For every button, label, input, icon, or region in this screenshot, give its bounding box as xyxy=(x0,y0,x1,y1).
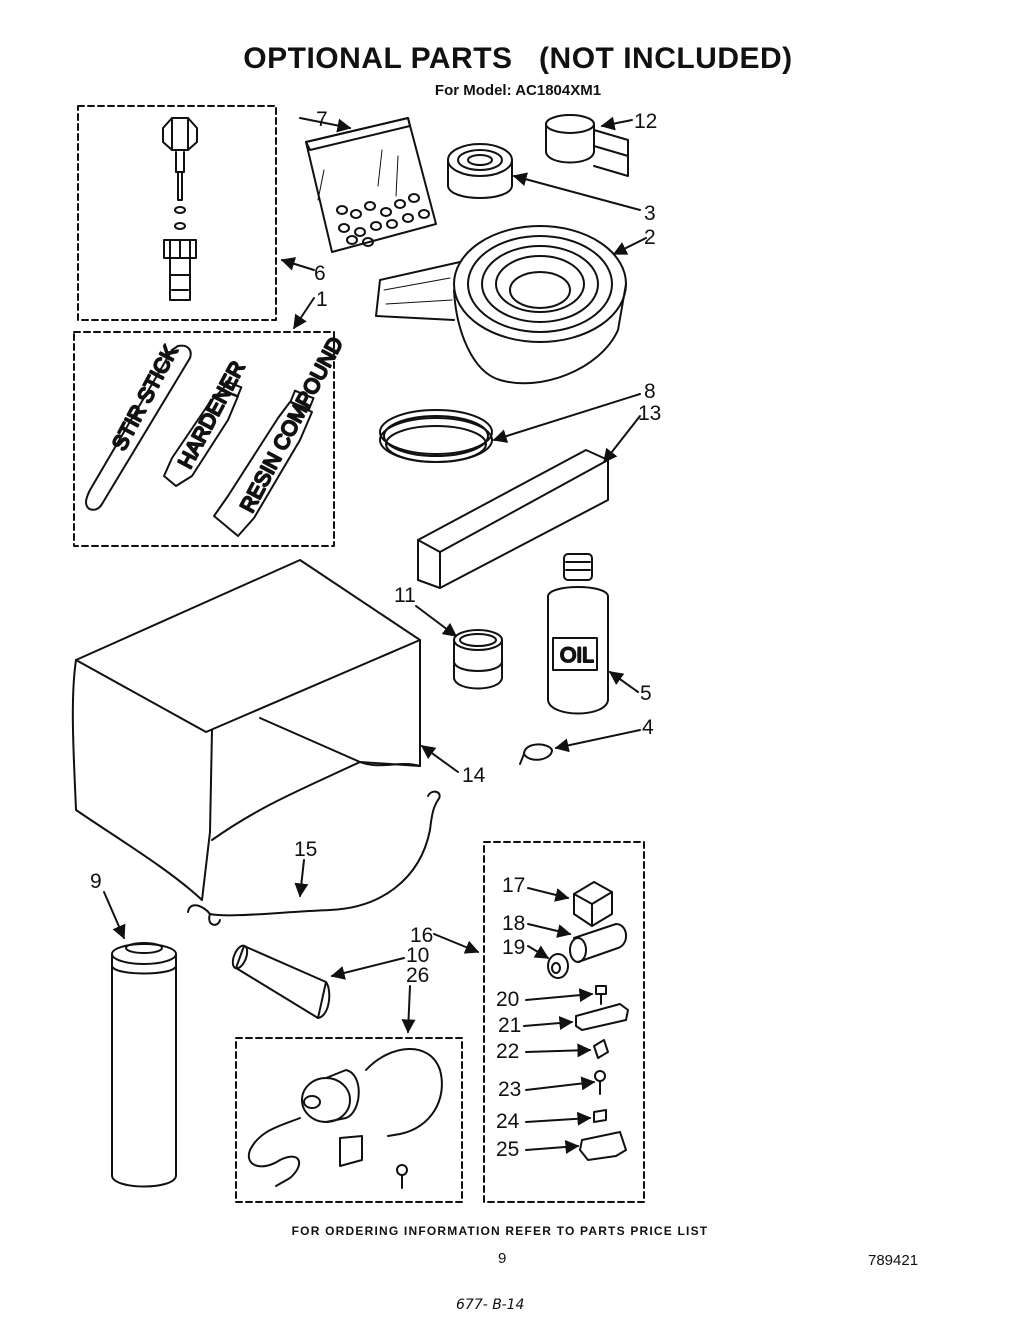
handwritten-note: 677- B-14 xyxy=(456,1297,525,1313)
callout-19: 19 xyxy=(502,936,525,959)
callout-5: 5 xyxy=(640,682,652,705)
callout-22: 22 xyxy=(496,1040,519,1063)
callout-16: 16 xyxy=(410,924,433,947)
callout-15: 15 xyxy=(294,838,317,861)
callout-11: 11 xyxy=(394,584,416,607)
part-9-spray-can xyxy=(111,942,177,1188)
page-title: OPTIONAL PARTS (NOT INCLUDED) xyxy=(243,42,793,75)
hardener-label: HARDENER xyxy=(174,357,250,472)
part-7-oring-bag xyxy=(305,117,437,253)
callout-6: 6 xyxy=(314,262,326,285)
callout-8: 8 xyxy=(644,380,656,403)
part-11-small-can xyxy=(453,629,503,690)
callout-13: 13 xyxy=(638,402,661,425)
part-13-foam-strip xyxy=(417,449,609,589)
part-8-wire-coil xyxy=(379,409,493,463)
document-number: 789421 xyxy=(868,1252,919,1269)
callout-23: 23 xyxy=(498,1078,521,1101)
callout-10: 10 xyxy=(406,944,429,967)
part-4-plug xyxy=(519,743,553,765)
part-26-capacitor-kit xyxy=(235,1037,463,1203)
leader-lines xyxy=(103,116,647,1154)
part-1-repair-kit: STIR STICK HARDENER RESIN COMPOUND xyxy=(73,331,349,547)
parts-17-25-hardware-kit xyxy=(483,841,645,1203)
callout-12: 12 xyxy=(634,110,657,133)
part-14-cover xyxy=(71,559,421,901)
part-5-oil-bottle: OIL xyxy=(547,553,609,715)
part-10-tube xyxy=(231,944,331,1019)
part-15-cord xyxy=(187,790,441,926)
callout-18: 18 xyxy=(502,912,525,935)
callout-14: 14 xyxy=(462,764,486,787)
resin-label: RESIN COMPOUND xyxy=(236,333,348,516)
part-3-small-tape xyxy=(447,143,513,199)
callout-numbers: 7 12 3 2 6 1 8 13 11 5 4 14 15 9 16 10 2… xyxy=(90,108,661,1161)
callout-17: 17 xyxy=(502,874,525,897)
callout-21: 21 xyxy=(498,1014,521,1037)
model-subtitle: For Model: AC1804XM1 xyxy=(434,82,602,99)
callout-9: 9 xyxy=(90,870,102,893)
page-number: 9 xyxy=(498,1250,507,1267)
callout-20: 20 xyxy=(496,988,519,1011)
part-12-tape-strips xyxy=(545,114,629,177)
callout-25: 25 xyxy=(496,1138,519,1161)
callout-26: 26 xyxy=(406,964,429,987)
part-6-valve-kit xyxy=(77,105,277,321)
oil-label: OIL xyxy=(560,644,594,667)
callout-1: 1 xyxy=(316,288,328,311)
callout-2: 2 xyxy=(644,226,656,249)
ordering-info: FOR ORDERING INFORMATION REFER TO PARTS … xyxy=(291,1224,709,1238)
callout-3: 3 xyxy=(644,202,656,225)
callout-4: 4 xyxy=(642,716,654,739)
stir-stick-label: STIR STICK xyxy=(108,342,183,455)
part-2-insulation-roll xyxy=(375,225,627,385)
callout-7: 7 xyxy=(316,108,328,131)
callout-24: 24 xyxy=(496,1110,520,1133)
